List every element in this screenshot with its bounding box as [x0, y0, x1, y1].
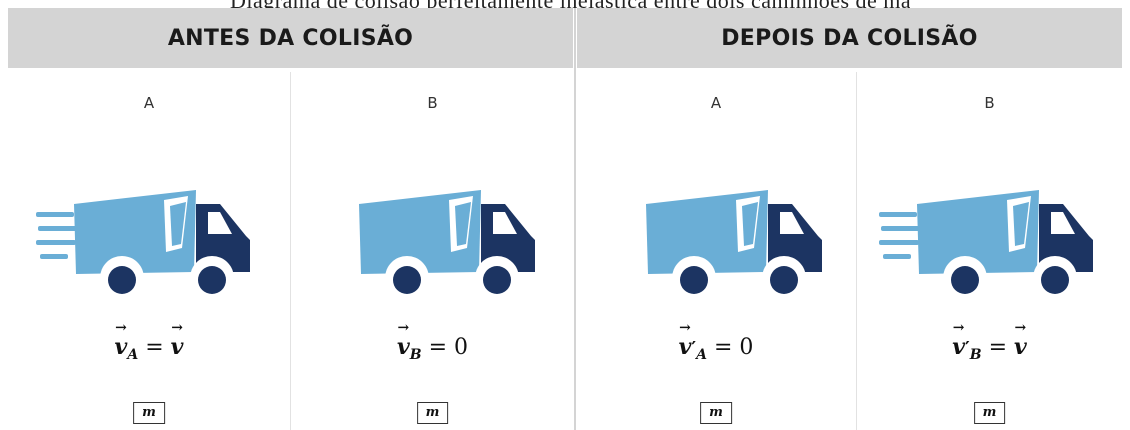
- velocity-subscript: A: [696, 347, 707, 363]
- velocity-prime: ′: [691, 338, 697, 359]
- wheel: [1041, 266, 1069, 294]
- cab-window: [1051, 212, 1075, 234]
- velocity-symbol: v: [679, 320, 692, 360]
- figure-caption-cut: Diagrama de colisão perfeitamente inelás…: [230, 0, 910, 10]
- velocity-rhs: v: [1014, 320, 1027, 360]
- velocity-equation: v′B = v: [857, 320, 1122, 363]
- velocity-subscript: A: [127, 347, 139, 363]
- panel-after-a: A v′A = 0 m: [576, 72, 856, 430]
- panel-divider: [290, 72, 291, 430]
- wheel: [680, 266, 708, 294]
- wheel: [951, 266, 979, 294]
- velocity-symbol: v: [397, 320, 410, 360]
- panel-after-b: B v′B = v m: [857, 72, 1122, 430]
- truck-icon: [646, 190, 822, 300]
- speed-line: [36, 240, 76, 245]
- wheel: [393, 266, 421, 294]
- collision-diagram: ANTES DA COLISÃO DEPOIS DA COLISÃO A vA …: [8, 8, 1122, 430]
- cargo-highlight-inner: [1013, 202, 1029, 246]
- velocity-equation: vB = 0: [291, 320, 574, 363]
- mass-label: m: [416, 402, 449, 424]
- velocity-symbol: v: [115, 320, 128, 360]
- panel-before-a: A vA = v m: [8, 72, 290, 430]
- velocity-subscript: B: [969, 347, 982, 363]
- velocity-symbol: v: [952, 320, 965, 360]
- wheel: [483, 266, 511, 294]
- truck-icon: [879, 190, 1093, 300]
- mass-label: m: [133, 402, 165, 424]
- header-before-collision: ANTES DA COLISÃO: [8, 8, 573, 68]
- cab-window: [493, 212, 517, 234]
- panel-before-b: B vB = 0 m: [291, 72, 574, 430]
- mass-label: m: [973, 402, 1006, 424]
- speed-line: [36, 212, 74, 217]
- cargo-highlight-inner: [742, 202, 758, 246]
- cab-window: [208, 212, 232, 234]
- truck-icon: [36, 190, 250, 300]
- mass-label: m: [700, 402, 732, 424]
- velocity-subscript: B: [409, 347, 422, 363]
- truck-label: B: [427, 94, 438, 112]
- truck-label: B: [984, 94, 995, 112]
- wheel: [770, 266, 798, 294]
- velocity-rhs: 0: [739, 335, 754, 360]
- wheel: [198, 266, 226, 294]
- velocity-prime: ′: [964, 338, 970, 359]
- panel-divider: [856, 72, 857, 430]
- truck-icon: [359, 190, 535, 300]
- truck-label: A: [143, 94, 155, 112]
- section-divider: [574, 8, 576, 430]
- header-after-collision: DEPOIS DA COLISÃO: [577, 8, 1122, 68]
- velocity-equation: vA = v: [8, 320, 290, 363]
- velocity-equation: v′A = 0: [576, 320, 856, 363]
- velocity-rhs: 0: [454, 335, 469, 360]
- speed-line: [879, 240, 919, 245]
- truck-label: A: [710, 94, 722, 112]
- cab-window: [780, 212, 804, 234]
- wheel: [108, 266, 136, 294]
- speed-line: [883, 254, 911, 259]
- velocity-rhs: v: [171, 320, 184, 360]
- cargo-highlight-inner: [170, 202, 186, 246]
- cargo-highlight-inner: [455, 202, 471, 246]
- speed-line: [879, 212, 917, 217]
- speed-line: [40, 254, 68, 259]
